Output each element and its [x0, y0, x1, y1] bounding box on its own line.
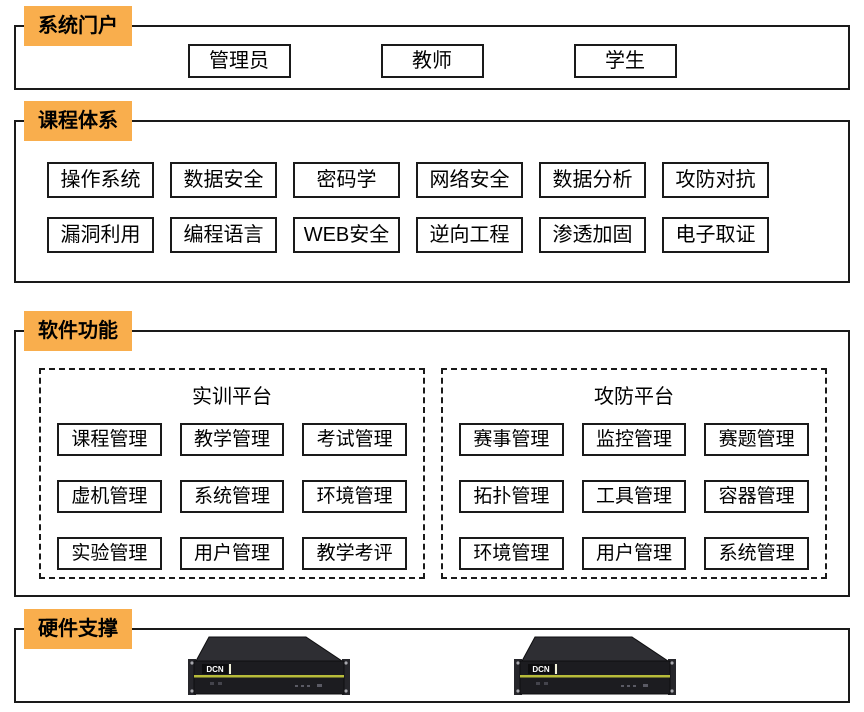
course-box: 密码学 [293, 162, 400, 198]
course-row-2: 漏洞利用 编程语言 WEB安全 逆向工程 渗透加固 电子取证 [47, 217, 848, 253]
role-box-student: 学生 [573, 44, 677, 78]
port-icon [210, 682, 214, 685]
screw-icon [190, 661, 194, 665]
led-icon [621, 685, 624, 687]
section-hardware: 硬件支撑 DCN [14, 609, 850, 703]
section-courses: 课程体系 操作系统 数据安全 密码学 网络安全 数据分析 攻防对抗 漏洞利用 编… [14, 101, 850, 283]
module-box: 教学考评 [302, 537, 407, 570]
section-portal: 系统门户 管理员 教师 学生 [14, 6, 850, 90]
module-box: 赛题管理 [704, 423, 809, 456]
course-box: 逆向工程 [416, 217, 523, 253]
module-box: 赛事管理 [459, 423, 564, 456]
module-box: 拓扑管理 [459, 480, 564, 513]
module-box: 用户管理 [581, 537, 687, 570]
module-box: 教学管理 [179, 423, 285, 456]
module-box: 环境管理 [302, 480, 407, 513]
course-box: WEB安全 [293, 217, 400, 253]
course-box: 编程语言 [170, 217, 277, 253]
port-icon [544, 682, 548, 685]
servers-row: DCN DCN [16, 634, 848, 698]
brand-logo-plate [528, 664, 554, 674]
section-label-software: 软件功能 [24, 311, 132, 351]
screw-icon [344, 661, 348, 665]
port-icon [643, 684, 648, 687]
module-box: 工具管理 [581, 480, 687, 513]
led-icon [627, 685, 630, 687]
portal-roles-row: 管理员 教师 学生 [16, 44, 848, 78]
course-row-1: 操作系统 数据安全 密码学 网络安全 数据分析 攻防对抗 [47, 162, 848, 198]
role-box-admin: 管理员 [187, 44, 291, 78]
section-software: 软件功能 实训平台 课程管理 教学管理 考试管理 虚机管理 系统管理 环境管理 … [14, 311, 850, 597]
module-box: 虚机管理 [57, 480, 162, 513]
platform-attack-defense: 攻防平台 赛事管理 监控管理 赛题管理 拓扑管理 工具管理 容器管理 环境管理 … [441, 368, 827, 579]
course-box: 操作系统 [47, 162, 154, 198]
led-icon [295, 685, 298, 687]
platform-training-title: 实训平台 [192, 386, 272, 408]
role-box-teacher: 教师 [380, 44, 484, 78]
screw-icon [670, 689, 674, 693]
led-icon [301, 685, 304, 687]
module-box: 容器管理 [704, 480, 809, 513]
brand-logo-plate [202, 664, 228, 674]
platform-attack-defense-grid: 赛事管理 监控管理 赛题管理 拓扑管理 工具管理 容器管理 环境管理 用户管理 … [443, 409, 825, 570]
module-box: 系统管理 [179, 480, 285, 513]
section-label-courses: 课程体系 [24, 101, 132, 141]
logo-divider-bar [555, 664, 557, 674]
course-box: 渗透加固 [539, 217, 646, 253]
led-icon [633, 685, 636, 687]
section-label-portal: 系统门户 [24, 6, 132, 46]
server-image-1: DCN [188, 636, 350, 695]
server-ear-left [188, 659, 196, 695]
platforms-row: 实训平台 课程管理 教学管理 考试管理 虚机管理 系统管理 环境管理 实验管理 … [39, 368, 827, 579]
server-image-2: DCN [514, 636, 676, 695]
logo-divider-bar [229, 664, 231, 674]
server-ear-right [342, 659, 350, 695]
course-box: 数据安全 [170, 162, 277, 198]
server-lid [521, 636, 670, 662]
screw-icon [670, 661, 674, 665]
server-ear-left [514, 659, 522, 695]
module-box: 系统管理 [704, 537, 809, 570]
server-stripe [194, 675, 344, 678]
course-box: 漏洞利用 [47, 217, 154, 253]
server-lid [195, 636, 344, 662]
platform-training-grid: 课程管理 教学管理 考试管理 虚机管理 系统管理 环境管理 实验管理 用户管理 … [41, 409, 423, 570]
screw-icon [516, 661, 520, 665]
brand-logo-text: DCN [532, 665, 550, 674]
module-box: 用户管理 [179, 537, 285, 570]
module-box: 考试管理 [302, 423, 407, 456]
course-box: 数据分析 [539, 162, 646, 198]
port-icon [536, 682, 540, 685]
module-box: 环境管理 [459, 537, 564, 570]
section-label-hardware: 硬件支撑 [24, 609, 132, 649]
module-box: 监控管理 [581, 423, 687, 456]
server-stripe [520, 675, 670, 678]
port-icon [317, 684, 322, 687]
screw-icon [344, 689, 348, 693]
module-box: 课程管理 [57, 423, 162, 456]
server-ear-right [668, 659, 676, 695]
platform-training: 实训平台 课程管理 教学管理 考试管理 虚机管理 系统管理 环境管理 实验管理 … [39, 368, 425, 579]
platform-attack-defense-title: 攻防平台 [594, 386, 674, 408]
module-box: 实验管理 [57, 537, 162, 570]
screw-icon [190, 689, 194, 693]
screw-icon [516, 689, 520, 693]
brand-logo-text: DCN [206, 665, 224, 674]
led-icon [307, 685, 310, 687]
course-box: 电子取证 [662, 217, 769, 253]
port-icon [218, 682, 222, 685]
course-box: 攻防对抗 [662, 162, 769, 198]
course-box: 网络安全 [416, 162, 523, 198]
